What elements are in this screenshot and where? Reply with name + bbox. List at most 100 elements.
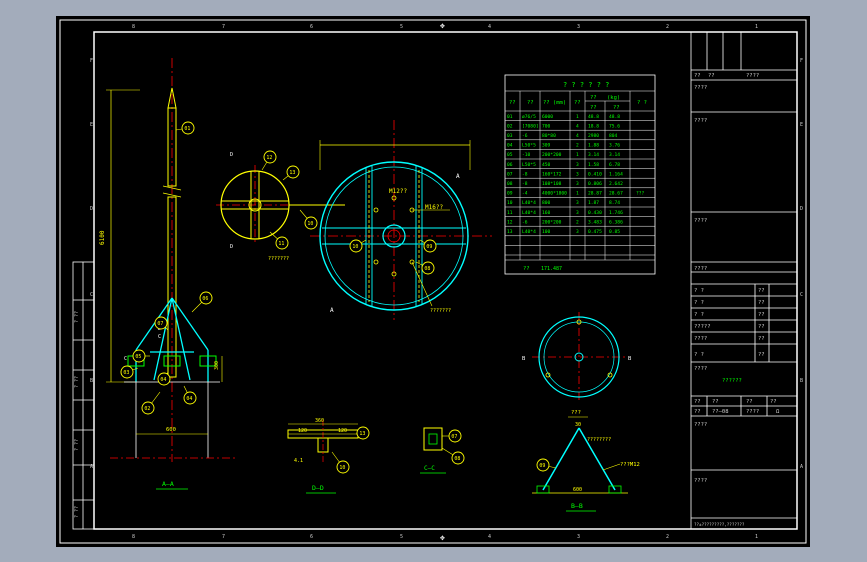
title-block-text: ?? ?? ???? ???? ???? ???? ???? ? ? ?? ? … <box>694 73 780 527</box>
bom-cell-w2: 1.164 <box>609 171 623 177</box>
svg-text:??: ?? <box>758 336 765 342</box>
big-circle-ribs <box>322 166 466 306</box>
svg-text:?????: ????? <box>694 324 711 330</box>
balloon-circle <box>141 401 155 415</box>
bom-total-value: 171.487 <box>541 266 562 272</box>
bom-cell-no: 13 <box>507 229 513 235</box>
svg-text:????: ???? <box>694 422 707 428</box>
view-b-outer <box>538 316 620 398</box>
bottom-center-marker: ✥ <box>440 533 445 542</box>
bb-m12-leader <box>602 463 621 471</box>
balloon-number: 10 <box>307 221 313 227</box>
balloon-circle <box>120 365 134 379</box>
dd-sub-dim: 4.1 <box>294 458 303 464</box>
bom-cell-qty: 4 <box>576 123 579 129</box>
bom-header-kg: (kg) <box>607 95 620 101</box>
bom-cell-note: ??? <box>636 191 645 197</box>
balloon-circle <box>275 236 289 250</box>
balloon-circle <box>421 261 435 275</box>
balloon-circle <box>448 429 462 443</box>
bom-table: ? ? ? ? ? ? ?? ?? ?? (mm) ?? ?? (kg) ? ?… <box>504 74 656 275</box>
bom-title: ? ? ? ? ? ? <box>563 81 609 89</box>
section-bb-label: B—B <box>571 502 583 510</box>
bom-cell-w2: 804 <box>609 133 618 139</box>
bom-cell-w1: 18.8 <box>588 123 599 129</box>
bom-cell-w1: 3.483 <box>588 219 602 225</box>
bom-cell-w1: 1.88 <box>588 143 599 149</box>
balloon-circle <box>199 291 213 305</box>
svg-text:??: ?? <box>758 312 765 318</box>
big-letter-a-top: A <box>456 173 460 180</box>
bolt-note-leader <box>411 261 433 307</box>
bom-cell-len: 450 <box>542 162 551 168</box>
small-circle-d-bottom: D <box>230 244 233 250</box>
svg-text:??: ?? <box>758 324 765 330</box>
svg-text:B: B <box>800 378 803 384</box>
bom-cell-spec: [7080] <box>522 123 539 129</box>
svg-text:? ??: ? ?? <box>74 311 80 323</box>
bom-cell-spec: -6 <box>522 133 528 139</box>
section-dd-label: D—D <box>312 484 324 492</box>
bom-header-no: ?? <box>509 100 516 106</box>
cc-section: C—C <box>420 427 446 474</box>
left-stamp-labels: ? ?? ? ?? ? ?? ? ?? <box>74 311 80 518</box>
big-letter-a-bottom: A <box>330 307 334 314</box>
big-circle-hub-inner <box>387 229 401 243</box>
balloon-circle <box>349 239 363 253</box>
bom-cell-w2: 3.14 <box>609 152 620 158</box>
svg-text:A: A <box>800 464 803 470</box>
svg-text:? ?: ? ? <box>694 312 704 318</box>
balloon-circle <box>286 165 300 179</box>
bom-cell-w2: 2.642 <box>609 181 623 187</box>
bom-cell-spec: -6 <box>522 219 528 225</box>
bom-cell-no: 06 <box>507 162 513 168</box>
svg-text:??: ?? <box>694 73 701 79</box>
ruler-left: F E D C B A <box>90 58 93 470</box>
balloon-circle <box>336 460 350 474</box>
small-circle-inner <box>248 198 262 212</box>
view-b-right-letter: B <box>628 356 632 362</box>
bb-m12-note: ???M12 <box>620 462 640 468</box>
svg-text:????: ???? <box>694 85 707 91</box>
big-circle-ring <box>324 166 464 306</box>
bb-plate-right <box>608 485 622 494</box>
section-aa-label: A—A <box>162 480 174 488</box>
cc-inner <box>428 433 438 445</box>
svg-text:2: 2 <box>666 534 669 540</box>
section-cc-label: C—C <box>424 465 435 472</box>
bom-cell-w1: 1.58 <box>588 162 599 168</box>
letter-c-mid: C <box>158 334 161 340</box>
bom-cell-spec: -8 <box>522 171 528 177</box>
cc-angle <box>423 427 443 451</box>
svg-text:8: 8 <box>132 534 135 540</box>
bom-cell-len: 160*172 <box>542 171 562 177</box>
bom-cell-w2: 3.76 <box>609 143 620 149</box>
dd-total-dim: 360 <box>315 418 324 424</box>
balloon-circle <box>157 372 171 386</box>
bom-cell-len: 80*80 <box>542 133 556 139</box>
svg-text:6: 6 <box>310 534 313 540</box>
bb-section: ??? 600 30 ???????? ???M12 B—B <box>532 410 640 512</box>
bom-cell-spec: -8 <box>522 181 528 187</box>
balloon-number: 13 <box>359 431 365 437</box>
svg-text:??: ?? <box>712 399 719 405</box>
bom-cell-spec: -4 <box>522 191 528 197</box>
top-center-marker: ✥ <box>440 21 445 30</box>
balloon-number: 03 <box>123 370 129 376</box>
balloon-circle <box>356 426 370 440</box>
mast-break-1 <box>162 185 182 191</box>
bom-header-qty: ?? <box>574 100 581 106</box>
svg-text:D: D <box>90 206 93 212</box>
bom-cell-w2: 75.6 <box>609 123 620 129</box>
svg-text:1: 1 <box>755 534 758 540</box>
balloon-circle <box>304 216 318 230</box>
bom-cell-no: 07 <box>507 171 513 177</box>
svg-text:E: E <box>90 122 93 128</box>
view-b-title: ??? <box>571 410 581 416</box>
svg-text:D: D <box>800 206 803 212</box>
balloon-number: 09 <box>426 244 432 250</box>
bom-subheader-total: ?? <box>613 105 620 111</box>
bom-header-note: ? ? <box>637 100 647 106</box>
bom-cell-w2: 1.746 <box>609 210 623 216</box>
